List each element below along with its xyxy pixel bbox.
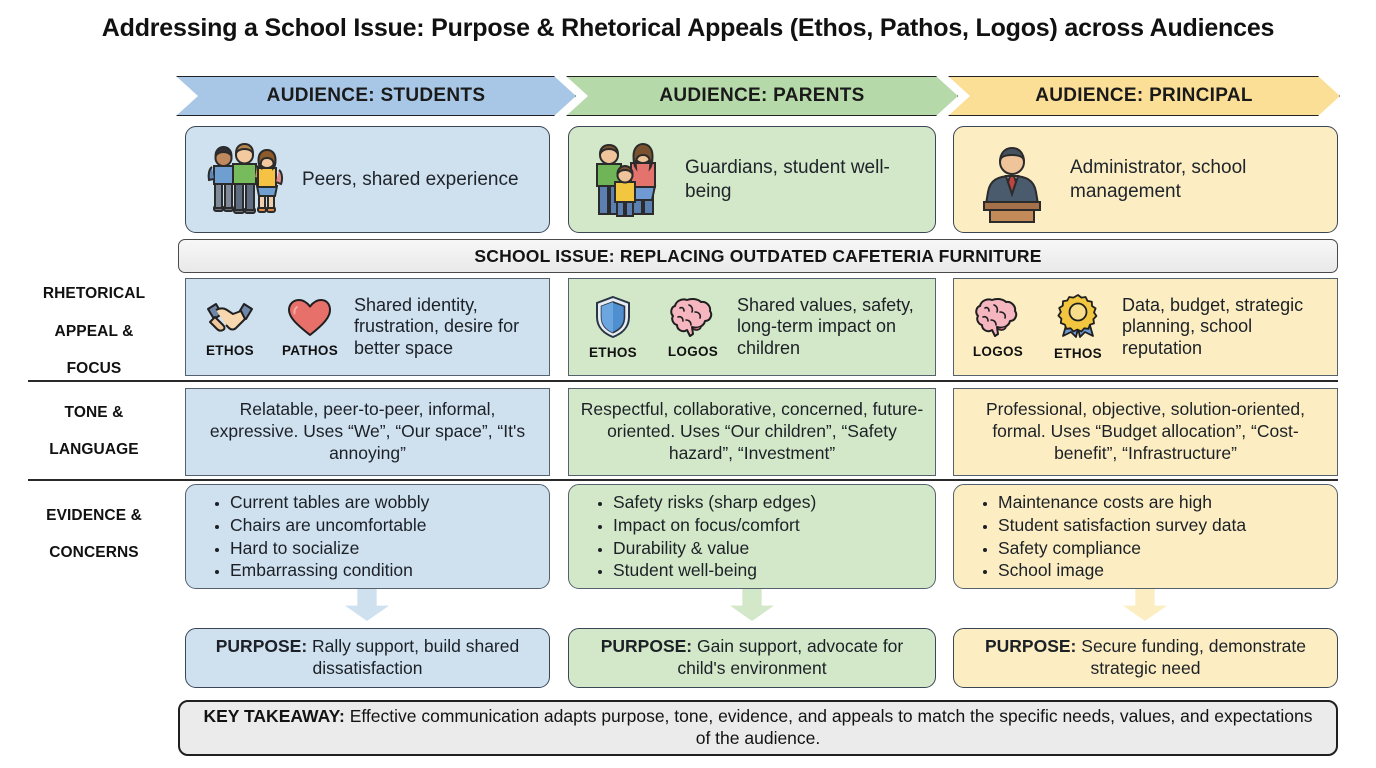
purpose-box-students: PURPOSE: Rally support, build shared dis… bbox=[185, 628, 550, 688]
row-label-appeal-line3: FOCUS bbox=[66, 360, 122, 378]
school-issue-banner: SCHOOL ISSUE: REPLACING OUTDATED CAFETER… bbox=[178, 239, 1338, 273]
appeal-label-parents-1: ETHOS bbox=[588, 344, 637, 360]
appeal-label-principal-1: LOGOS bbox=[972, 343, 1024, 359]
persona-card-parents: Guardians, student well-being bbox=[568, 126, 936, 233]
tone-text-principal: Professional, objective, solution-orient… bbox=[985, 399, 1306, 463]
persona-text-principal: Administrator, school management bbox=[1070, 157, 1247, 202]
evidence-cell-parents: Safety risks (sharp edges) Impact on foc… bbox=[568, 484, 936, 589]
purpose-text-principal: Secure funding, demonstrate strategic ne… bbox=[1081, 636, 1306, 678]
students-group-icon bbox=[196, 136, 292, 224]
evidence-list-parents: Safety risks (sharp edges) Impact on foc… bbox=[575, 491, 816, 581]
key-takeaway-banner: KEY TAKEAWAY: Effective communication ad… bbox=[178, 700, 1338, 756]
row-label-tone-line1: TONE & bbox=[64, 403, 124, 421]
purpose-label-principal: PURPOSE: bbox=[984, 636, 1077, 657]
audience-header-students-label: AUDIENCE: STUDENTS bbox=[266, 85, 486, 106]
tone-text-students: Relatable, peer-to-peer, informal, expre… bbox=[209, 399, 526, 463]
audience-header-parents: AUDIENCE: PARENTS bbox=[566, 76, 958, 116]
audience-header-principal: AUDIENCE: PRINCIPAL bbox=[948, 76, 1340, 116]
appeal-icon-block-principal-2: ETHOS bbox=[1042, 293, 1114, 361]
row-label-appeal-line2: APPEAL & bbox=[54, 322, 134, 340]
heart-icon bbox=[286, 297, 334, 342]
appeal-icon-block-students-1: ETHOS bbox=[194, 297, 266, 358]
list-item: Student well-being bbox=[613, 559, 816, 582]
list-item: Embarrassing condition bbox=[230, 559, 429, 582]
row-label-appeal-line1: RHETORICAL bbox=[42, 284, 146, 302]
evidence-list-students: Current tables are wobbly Chairs are unc… bbox=[192, 491, 429, 581]
tone-cell-students: Relatable, peer-to-peer, informal, expre… bbox=[185, 388, 550, 476]
audience-header-students: AUDIENCE: STUDENTS bbox=[176, 76, 576, 116]
list-item: Impact on focus/comfort bbox=[613, 514, 816, 537]
appeal-focus-principal: Data, budget, strategic planning, school… bbox=[1122, 295, 1304, 358]
list-item: School image bbox=[998, 559, 1246, 582]
appeal-icon-block-students-2: PATHOS bbox=[274, 297, 346, 358]
row-divider-2 bbox=[28, 479, 1338, 481]
school-issue-banner-label: SCHOOL ISSUE: REPLACING OUTDATED CAFETER… bbox=[474, 245, 1042, 266]
row-label-evidence-concerns: EVIDENCE & CONCERNS bbox=[8, 507, 180, 563]
brain-icon bbox=[974, 296, 1022, 343]
list-item: Maintenance costs are high bbox=[998, 491, 1246, 514]
row-label-rhetorical-appeal: RHETORICAL APPEAL & FOCUS bbox=[8, 285, 180, 378]
tone-cell-principal: Professional, objective, solution-orient… bbox=[953, 388, 1338, 476]
flow-arrow-principal bbox=[1123, 589, 1167, 621]
purpose-label-parents: PURPOSE: bbox=[600, 636, 693, 657]
persona-text-parents: Guardians, student well-being bbox=[685, 157, 890, 202]
appeal-cell-principal: LOGOS ETHOS Data, budget, strategic plan… bbox=[953, 278, 1338, 376]
flow-arrow-students bbox=[345, 589, 389, 621]
purpose-text-students: Rally support, build shared dissatisfact… bbox=[312, 636, 520, 678]
purpose-label-students: PURPOSE: bbox=[215, 636, 308, 657]
list-item: Chairs are uncomfortable bbox=[230, 514, 429, 537]
appeal-cell-parents: ETHOS LOGOS Shared values, safety, long-… bbox=[568, 278, 936, 376]
purpose-box-principal: PURPOSE: Secure funding, demonstrate str… bbox=[953, 628, 1338, 688]
administrator-podium-icon bbox=[964, 136, 1060, 224]
appeal-icon-block-parents-1: ETHOS bbox=[577, 295, 649, 360]
audience-header-parents-label: AUDIENCE: PARENTS bbox=[659, 85, 865, 106]
row-label-tone-language: TONE & LANGUAGE bbox=[8, 404, 180, 460]
list-item: Safety compliance bbox=[998, 537, 1246, 560]
persona-text-students: Peers, shared experience bbox=[302, 168, 519, 190]
appeal-focus-parents: Shared values, safety, long-term impact … bbox=[737, 295, 914, 358]
appeal-label-principal-2: ETHOS bbox=[1053, 345, 1102, 361]
key-takeaway-label: KEY TAKEAWAY: bbox=[203, 706, 345, 727]
appeal-focus-students: Shared identity, frustration, desire for… bbox=[354, 295, 520, 358]
appeal-cell-students: ETHOS PATHOS Shared identity, frustratio… bbox=[185, 278, 550, 376]
row-label-evidence-line2: CONCERNS bbox=[49, 544, 139, 562]
list-item: Safety risks (sharp edges) bbox=[613, 491, 816, 514]
appeal-label-students-2: PATHOS bbox=[281, 342, 339, 358]
family-icon bbox=[579, 136, 675, 224]
row-label-evidence-line1: EVIDENCE & bbox=[46, 506, 142, 524]
page-title: Addressing a School Issue: Purpose & Rhe… bbox=[101, 14, 1275, 42]
tone-cell-parents: Respectful, collaborative, concerned, fu… bbox=[568, 388, 936, 476]
handshake-icon bbox=[204, 297, 256, 342]
row-label-tone-line2: LANGUAGE bbox=[49, 441, 139, 459]
award-rosette-icon bbox=[1056, 293, 1100, 345]
persona-card-students: Peers, shared experience bbox=[185, 126, 550, 233]
purpose-text-parents: Gain support, advocate for child's envir… bbox=[677, 636, 904, 678]
list-item: Student satisfaction survey data bbox=[998, 514, 1246, 537]
evidence-cell-students: Current tables are wobbly Chairs are unc… bbox=[185, 484, 550, 589]
persona-card-principal: Administrator, school management bbox=[953, 126, 1338, 233]
shield-icon bbox=[593, 295, 633, 344]
purpose-box-parents: PURPOSE: Gain support, advocate for chil… bbox=[568, 628, 936, 688]
list-item: Hard to socialize bbox=[230, 537, 429, 560]
key-takeaway-text: Effective communication adapts purpose, … bbox=[349, 706, 1313, 748]
evidence-list-principal: Maintenance costs are high Student satis… bbox=[960, 491, 1246, 581]
list-item: Current tables are wobbly bbox=[230, 491, 429, 514]
appeal-label-parents-2: LOGOS bbox=[667, 343, 719, 359]
tone-text-parents: Respectful, collaborative, concerned, fu… bbox=[580, 399, 924, 463]
list-item: Durability & value bbox=[613, 537, 816, 560]
appeal-icon-block-parents-2: LOGOS bbox=[657, 296, 729, 359]
audience-header-principal-label: AUDIENCE: PRINCIPAL bbox=[1035, 85, 1253, 106]
appeal-label-students-1: ETHOS bbox=[205, 342, 254, 358]
brain-icon bbox=[669, 296, 717, 343]
evidence-cell-principal: Maintenance costs are high Student satis… bbox=[953, 484, 1338, 589]
appeal-icon-block-principal-1: LOGOS bbox=[962, 296, 1034, 359]
flow-arrow-parents bbox=[730, 589, 774, 621]
row-divider-1 bbox=[28, 380, 1338, 382]
